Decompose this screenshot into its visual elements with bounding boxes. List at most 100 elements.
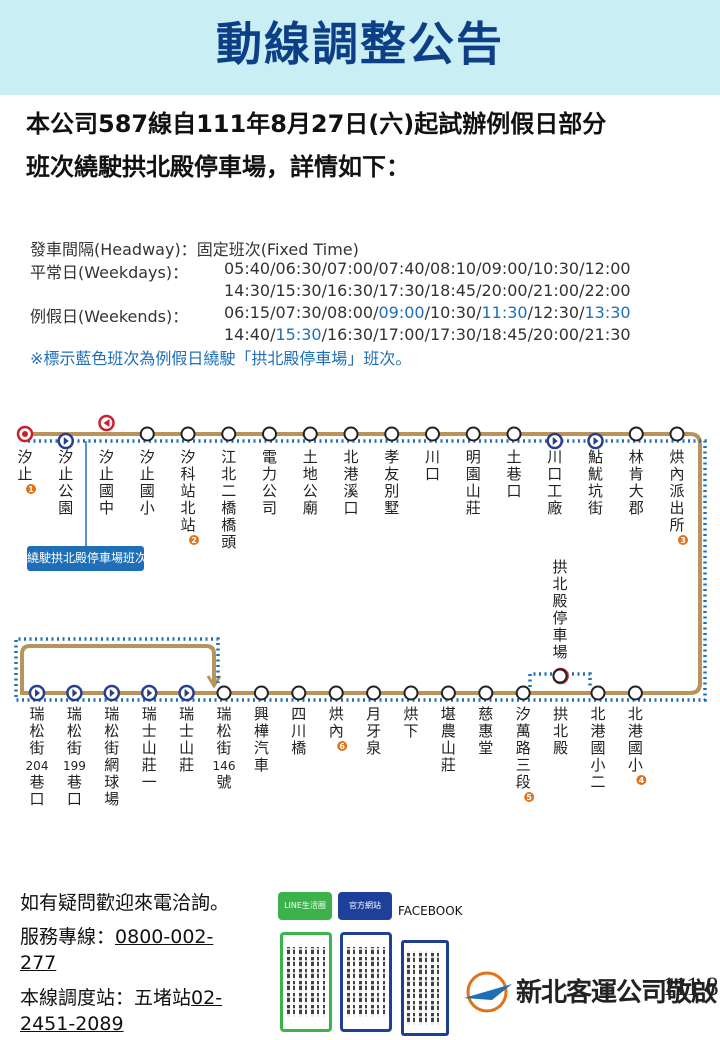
stop-label-char: 止 [17,465,32,483]
detour-departure-time: 15:30 [275,325,322,344]
weekday-times-row-1: 05:40/06:30/07:00/07:40/08:10/09:00/10:3… [224,259,631,278]
timetable-note: ※標示藍色班次為例假日繞駛「拱北殿停車場」班次。 [30,349,412,368]
main-route-line [24,432,702,695]
stop-label-char: 出 [669,499,684,517]
stop-label-char: 巷 [506,465,521,483]
stop-label-char: 士 [179,722,194,740]
stop-label-char: 工 [547,482,562,500]
headway-label: 發車間隔(Headway)： [30,240,197,259]
stop-label-char: 國 [140,482,155,500]
stop-marker [180,426,196,442]
stop-label-char: 大 [629,482,644,500]
headway-row: 發車間隔(Headway)：固定班次(Fixed Time) [30,236,359,260]
stop-marker [669,426,685,442]
stop-label-char: 汐 [180,448,195,466]
stop-label-char: 口 [425,465,440,483]
stop-label-char: 殿 [552,592,567,610]
stop-label-char: 松 [104,722,119,740]
direction-arrow-icon [109,689,115,697]
stop-label-char: 二 [221,482,236,500]
stop-label-char: 段 [516,773,531,791]
departure-times: /12:30/ [527,303,585,322]
stop-label-char: 汐 [516,705,531,723]
station-number-badge [189,535,199,545]
line-qr-code[interactable] [280,932,332,1032]
stop-label-char: 樺 [254,722,269,740]
stop-label-char: 瑞 [67,705,82,723]
stop-label-char: 拱 [552,558,567,576]
page-title: 動線調整公告 [216,17,504,71]
facebook-qr-code[interactable] [401,940,449,1036]
stop-label-char: 莊 [466,499,481,517]
stop-label-char: 口 [343,499,358,517]
stop-label-char: 頭 [221,533,236,551]
stop-label-char: 港 [628,722,643,740]
stop-marker [425,426,440,442]
stop-label-char: 山 [466,482,481,500]
detour-departure-time: 13:30 [584,303,631,322]
stop-marker [328,685,344,701]
stop-label-char: 瑞 [216,705,231,723]
station-number-badge [678,535,688,545]
stop-label-char: 瑞 [179,705,194,723]
stop-label-char: 橋 [221,499,236,517]
stop-label-char: 士 [142,722,157,740]
stop-label-char: 路 [516,739,531,757]
stop-label-char: 明 [466,448,481,466]
station-number: 4 [639,776,645,785]
stop-label-char: 止 [99,465,114,483]
stop-label-char: 牙 [366,722,381,740]
hotline-label: 服務專線： [20,926,116,948]
stop-label-char: 坑 [588,482,603,500]
station-number: 2 [191,536,197,545]
detour-route-line [14,439,707,702]
stop-label-char: 汐 [58,448,73,466]
station-number: 5 [526,793,532,802]
stop-label-char: 146 [213,759,236,773]
stop-label-char: 北 [180,499,195,517]
line-tag: LINE生活圈 [278,892,332,920]
stop-label-char: 瑞 [142,705,157,723]
stop-label-char: 街 [588,499,603,517]
dispatch-station: 本線調度站：五堵站02-2451-2089 [20,985,250,1037]
stop-label-char: 204 [26,759,49,773]
stop-marker [302,426,318,442]
dispatch-label: 本線調度站：五堵站 [20,987,192,1009]
stop-marker [216,685,232,701]
stop-marker [506,426,522,442]
stop-label-char: 山 [142,739,157,757]
detour-departure-time: 11:30 [481,303,528,322]
hotline-number[interactable]: 0800-002-277 [20,926,214,974]
stop-label-char: 站 [180,516,195,534]
header-banner: 動線調整公告 [0,0,720,95]
facebook-label: FACEBOOK [398,904,463,918]
stop-label-char: 肯 [629,465,644,483]
stop-label-char: 瑞 [104,705,119,723]
line-qr-block[interactable]: LINE生活圈 [278,892,332,1032]
stop-label-char: 烘 [403,705,418,723]
stop-label-char: 川 [425,448,440,466]
station-number: 6 [339,742,345,751]
stop-label-char: 街 [29,739,44,757]
stop-label-char: 口 [29,790,44,808]
detour-tag: 繞駛拱北殿停車場班次 [27,546,147,571]
stop-label-char: 止 [140,465,155,483]
station-number-badge [26,484,36,494]
stop-label-char: 街 [67,739,82,757]
stop-label-char: 場 [552,643,567,661]
website-qr-block[interactable]: 官方網站 [338,892,392,1032]
stop-label-char: 汽 [254,739,269,757]
stop-label-char: 四 [291,705,306,723]
stop-label-char: 月 [366,705,381,723]
direction-arrow-icon [72,689,78,697]
parking-stop-marker [552,668,568,684]
stop-label-char: 地 [303,465,318,483]
detour-departure-time: 09:00 [378,303,425,322]
station-number: 1 [28,485,34,494]
direction-arrow-icon [103,419,110,427]
stop-label-char: 號 [216,773,231,791]
station-number-badge [337,741,348,751]
stop-marker [478,685,494,701]
dispatch-number[interactable]: 02-2451-2089 [20,987,223,1035]
website-qr-code[interactable] [340,932,392,1032]
